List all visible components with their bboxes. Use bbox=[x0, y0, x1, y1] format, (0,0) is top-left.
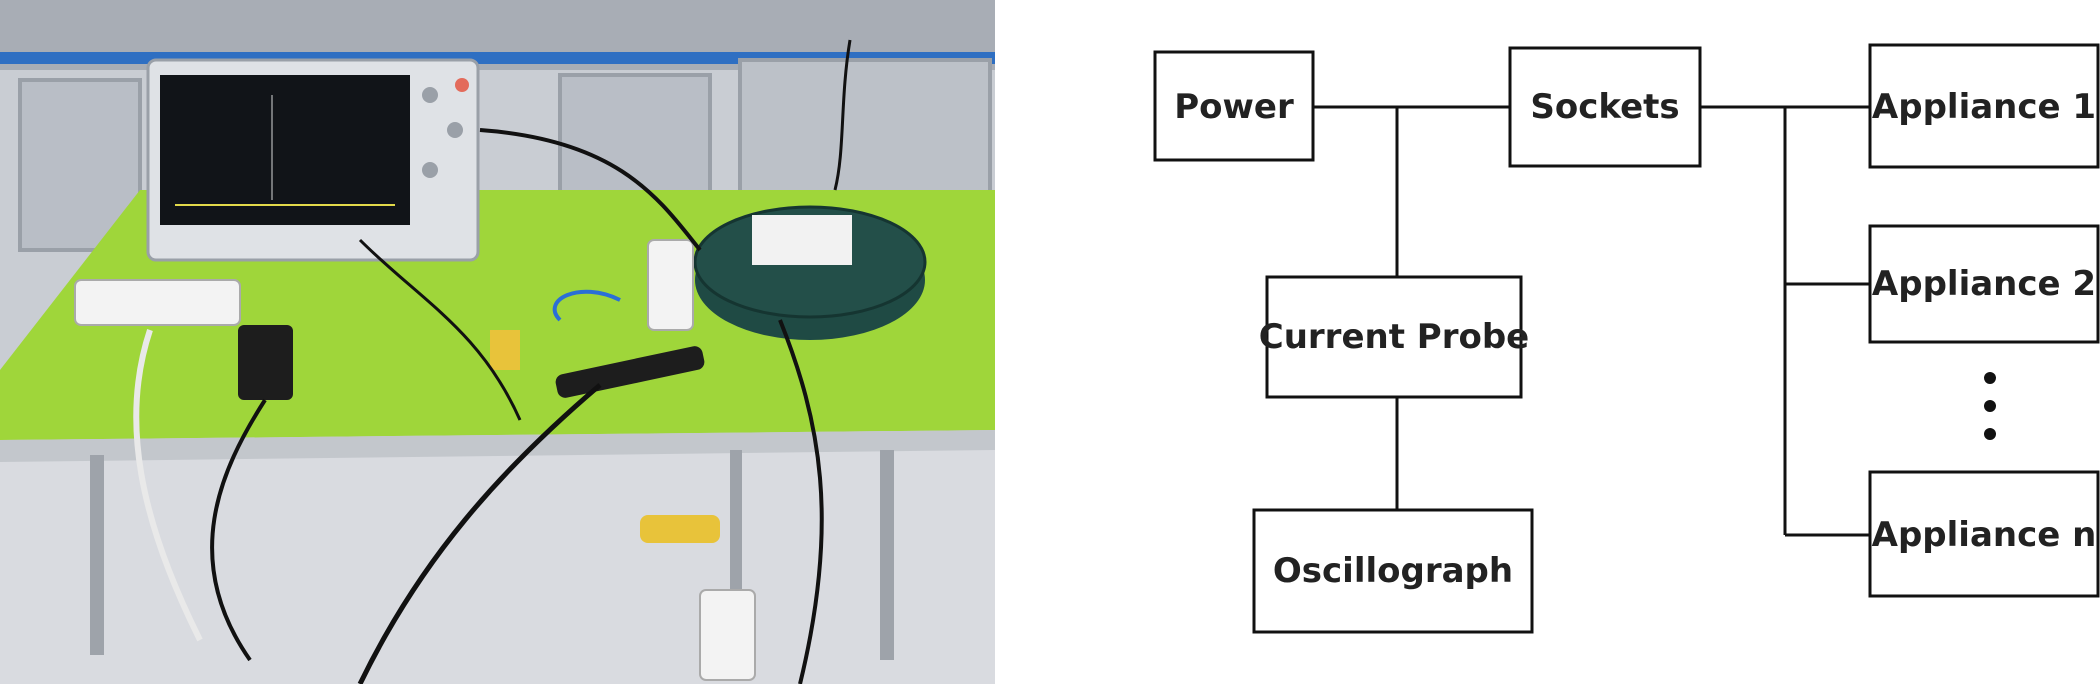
node-appliance-1: Appliance 1 bbox=[1868, 43, 2100, 169]
photo-cable-3 bbox=[357, 383, 602, 684]
node-appliance-n-label: Appliance n bbox=[1872, 515, 2097, 555]
photo-cable-1 bbox=[479, 128, 702, 252]
photo-table-leg-1 bbox=[90, 455, 104, 655]
node-current-probe-label: Current Probe bbox=[1259, 317, 1530, 357]
node-sockets: Sockets bbox=[1508, 46, 1702, 168]
photo-cable-6 bbox=[833, 39, 852, 191]
node-sockets-label: Sockets bbox=[1530, 87, 1679, 127]
photo-scope-knob-2 bbox=[447, 122, 463, 138]
photo-cable-blue bbox=[552, 289, 621, 322]
photo-scope-knob-3 bbox=[422, 162, 438, 178]
photo-oscilloscope-screen bbox=[160, 75, 410, 225]
lab-setup-photo bbox=[0, 0, 995, 684]
node-appliance-2: Appliance 2 bbox=[1868, 224, 2100, 344]
photo-power-strip-floor bbox=[699, 589, 756, 681]
node-appliance-n: Appliance n bbox=[1868, 470, 2100, 598]
node-current-probe: Current Probe bbox=[1259, 275, 1530, 399]
photo-yellow-clip bbox=[490, 330, 520, 370]
photo-scope-knob-1 bbox=[422, 87, 438, 103]
photo-cable-white bbox=[133, 329, 203, 642]
photo-cable-5 bbox=[358, 238, 522, 421]
photo-yellow-extension bbox=[640, 515, 720, 543]
node-oscillograph: Oscillograph bbox=[1252, 508, 1534, 634]
photo-cabinet-mid bbox=[558, 73, 712, 197]
node-oscillograph-label: Oscillograph bbox=[1273, 551, 1513, 591]
photo-floor bbox=[0, 440, 995, 684]
photo-table-leg-3 bbox=[730, 450, 742, 630]
photo-power-strip-left bbox=[74, 279, 241, 326]
photo-paper-note bbox=[752, 215, 852, 265]
node-power: Power bbox=[1153, 50, 1315, 162]
photo-cable-4 bbox=[778, 319, 824, 684]
vertical-ellipsis-icon bbox=[1984, 372, 1996, 440]
photo-table-edge bbox=[0, 430, 995, 462]
setup-block-diagram: Power Sockets Current Probe Oscillograph… bbox=[1153, 43, 2100, 634]
photo-current-probe bbox=[555, 346, 705, 398]
photo-power-strip-right bbox=[647, 239, 694, 331]
node-power-label: Power bbox=[1174, 87, 1294, 127]
node-appliance-2-label: Appliance 2 bbox=[1872, 264, 2096, 304]
photo-scope-button-red bbox=[455, 78, 469, 92]
photo-probe-adapter bbox=[238, 325, 293, 400]
photo-cable-2 bbox=[210, 398, 267, 662]
photo-table-leg-2 bbox=[880, 450, 894, 660]
node-appliance-1-label: Appliance 1 bbox=[1872, 87, 2096, 127]
